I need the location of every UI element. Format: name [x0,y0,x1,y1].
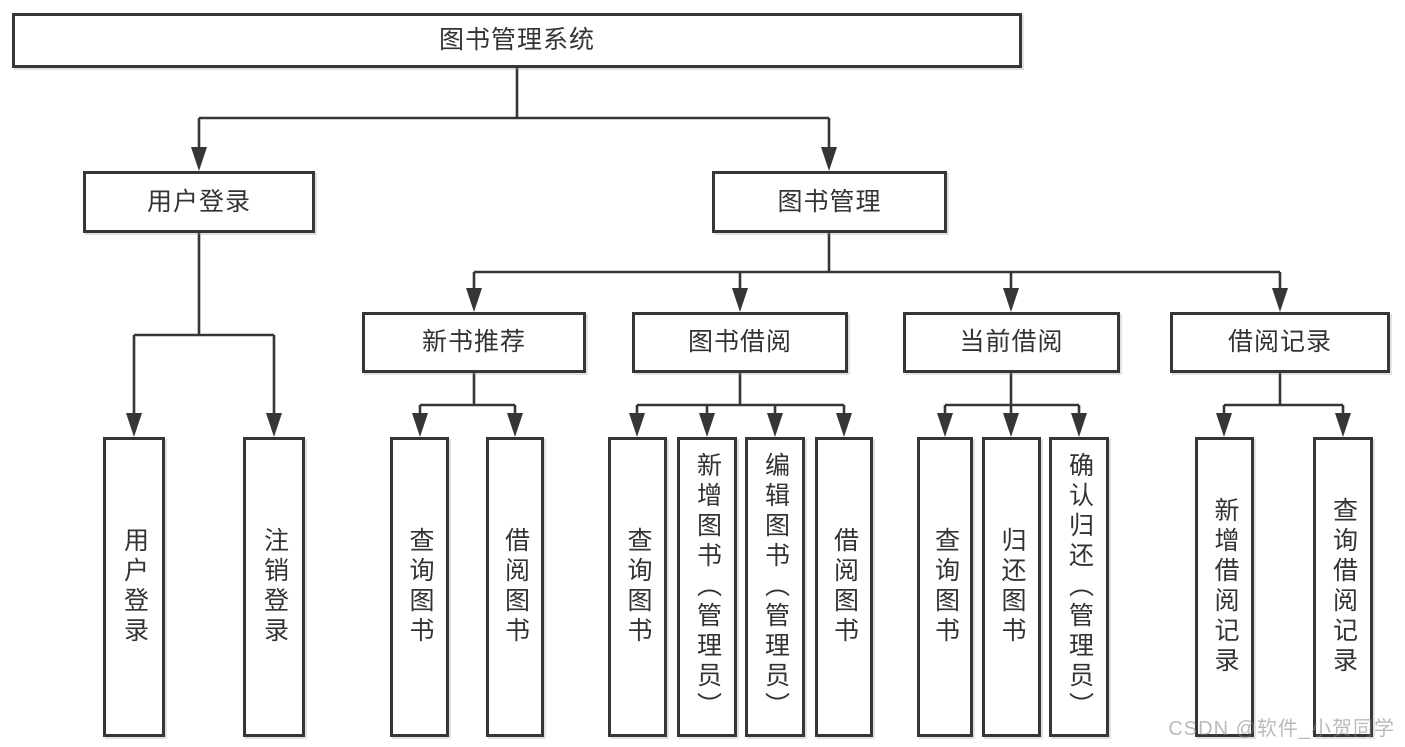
node-book-borrow-label: 图书借阅 [687,328,792,356]
leaf-add-borrow-record: 新增借阅记录 [1195,437,1254,737]
leaf-query-borrow-record-label: 查询借阅记录 [1329,497,1358,677]
leaf-current-query-books-label: 查询图书 [931,527,960,647]
node-book-borrow: 图书借阅 [632,312,848,373]
leaf-add-borrow-record-label: 新增借阅记录 [1211,497,1239,677]
node-current-borrow: 当前借阅 [903,312,1120,373]
leaf-logout: 注销登录 [243,437,305,737]
leaf-return-books-label: 归还图书 [998,527,1026,647]
leaf-current-query-books: 查询图书 [917,437,973,737]
node-user-login: 用户登录 [83,171,315,233]
node-root-system: 图书管理系统 [12,13,1022,68]
leaf-edit-books-admin-label: 编辑图书（管理员） [761,452,790,722]
leaf-logout-label: 注销登录 [260,527,289,647]
node-borrow-records-label: 借阅记录 [1227,328,1332,356]
leaf-user-login: 用户登录 [103,437,165,737]
leaf-recommend-query-books-label: 查询图书 [406,527,434,647]
leaf-recommend-borrow-books: 借阅图书 [486,437,544,737]
node-new-book-recommend: 新书推荐 [362,312,586,373]
leaf-edit-books-admin: 编辑图书（管理员） [745,437,805,737]
node-book-management: 图书管理 [712,171,947,233]
csdn-watermark: CSDN @软件_小贺同学 [1168,718,1395,740]
node-book-management-label: 图书管理 [777,187,882,216]
arrowheads [126,147,1351,437]
leaf-borrow-books: 借阅图书 [815,437,873,737]
node-root-label: 图书管理系统 [438,26,595,54]
leaf-query-borrow-record: 查询借阅记录 [1313,437,1373,737]
leaf-return-books: 归还图书 [982,437,1041,737]
node-new-book-recommend-label: 新书推荐 [421,328,526,356]
leaf-user-login-label: 用户登录 [120,527,149,647]
leaf-borrow-query-books: 查询图书 [608,437,667,737]
leaf-add-books-admin: 新增图书（管理员） [677,437,737,737]
node-user-login-label: 用户登录 [146,187,251,216]
leaf-confirm-return-admin-label: 确认归还（管理员） [1065,452,1094,722]
leaf-confirm-return-admin: 确认归还（管理员） [1049,437,1109,737]
leaf-recommend-query-books: 查询图书 [390,437,449,737]
leaf-add-books-admin-label: 新增图书（管理员） [693,452,722,722]
leaf-borrow-query-books-label: 查询图书 [624,527,652,647]
leaf-recommend-borrow-books-label: 借阅图书 [501,527,530,647]
node-borrow-records: 借阅记录 [1170,312,1390,373]
leaf-borrow-books-label: 借阅图书 [830,527,859,647]
node-current-borrow-label: 当前借阅 [959,328,1064,356]
